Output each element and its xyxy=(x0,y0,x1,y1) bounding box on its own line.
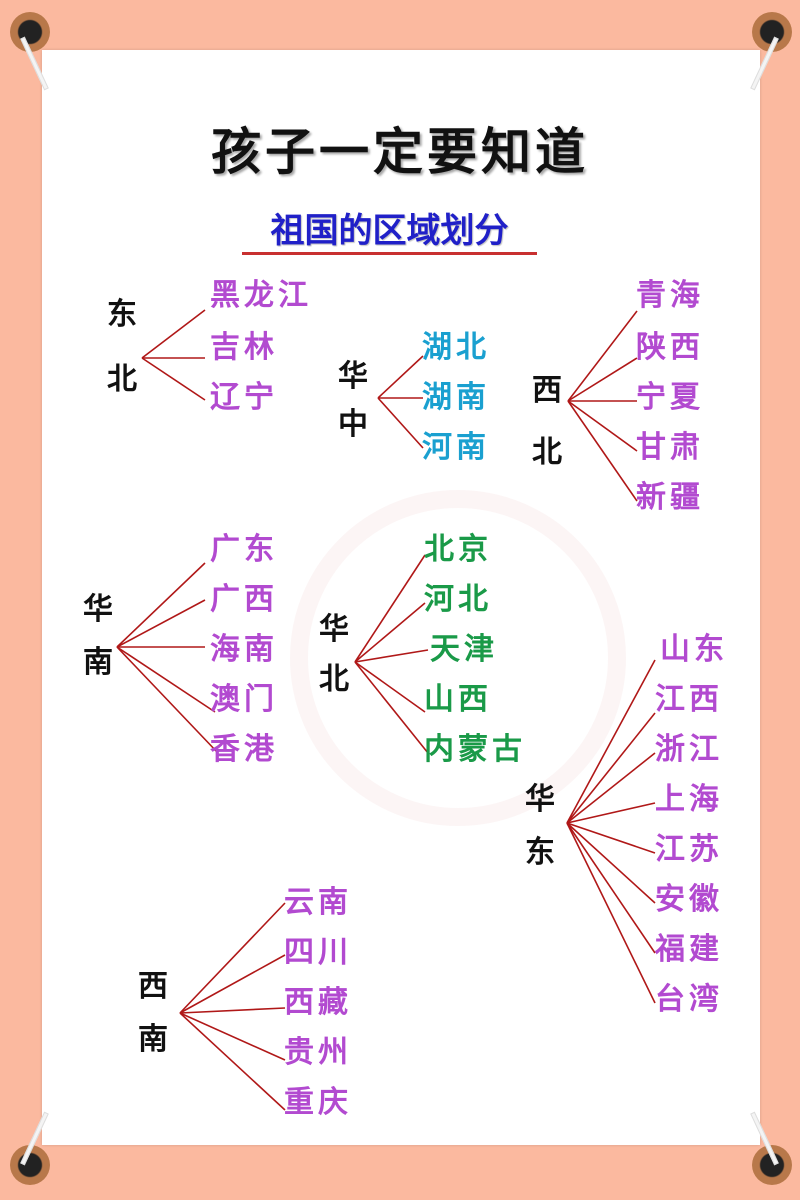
province-label: 甘肃 xyxy=(636,430,704,465)
province-label: 四川 xyxy=(284,935,352,970)
province-label: 浙江 xyxy=(655,732,723,767)
page-subtitle: 祖国的区域划分 xyxy=(242,210,537,255)
province-label: 福建 xyxy=(655,932,723,967)
province-label: 青海 xyxy=(636,278,704,313)
region-label-top: 西 xyxy=(532,373,562,408)
region-label-bottom: 北 xyxy=(107,362,137,397)
region-label-top: 华 xyxy=(83,592,113,627)
province-label: 宁夏 xyxy=(636,380,704,415)
province-label: 江西 xyxy=(655,682,723,717)
region-label-bottom: 北 xyxy=(532,435,562,470)
region-label-bottom: 南 xyxy=(83,645,113,680)
region-label-top: 华 xyxy=(525,782,555,817)
region-label-top: 西 xyxy=(138,969,168,1004)
province-label: 江苏 xyxy=(655,832,723,867)
region-label-bottom: 东 xyxy=(525,835,555,870)
grommet-icon xyxy=(10,12,50,52)
province-label: 陕西 xyxy=(636,330,704,365)
province-label: 河北 xyxy=(424,582,492,617)
province-label: 海南 xyxy=(210,632,278,667)
region-label-top: 东 xyxy=(107,297,137,332)
region-label-top: 华 xyxy=(319,612,349,647)
province-label: 澳门 xyxy=(210,682,278,717)
province-label: 台湾 xyxy=(655,982,723,1017)
province-label: 香港 xyxy=(210,732,278,767)
province-label: 安徽 xyxy=(655,882,723,917)
province-label: 内蒙古 xyxy=(424,732,526,767)
province-label: 上海 xyxy=(655,782,723,817)
province-label: 辽宁 xyxy=(210,380,278,415)
province-label: 湖南 xyxy=(422,380,490,415)
province-label: 贵州 xyxy=(284,1035,352,1070)
province-label: 北京 xyxy=(424,532,492,567)
province-label: 重庆 xyxy=(284,1085,352,1120)
province-label: 西藏 xyxy=(284,985,352,1020)
province-label: 河南 xyxy=(422,430,490,465)
province-label: 山东 xyxy=(660,632,728,667)
region-label-bottom: 北 xyxy=(319,662,349,697)
region-label-bottom: 中 xyxy=(338,407,368,442)
province-label: 黑龙江 xyxy=(210,278,312,313)
province-label: 新疆 xyxy=(636,480,704,515)
province-label: 湖北 xyxy=(422,330,490,365)
province-label: 吉林 xyxy=(210,330,278,365)
province-label: 山西 xyxy=(424,682,492,717)
region-label-bottom: 南 xyxy=(138,1022,168,1057)
page-title: 孩子一定要知道 xyxy=(211,122,589,181)
region-label-top: 华 xyxy=(338,359,368,394)
province-label: 天津 xyxy=(430,632,498,667)
province-label: 广西 xyxy=(210,582,278,617)
province-label: 云南 xyxy=(284,885,352,920)
province-label: 广东 xyxy=(210,532,278,567)
